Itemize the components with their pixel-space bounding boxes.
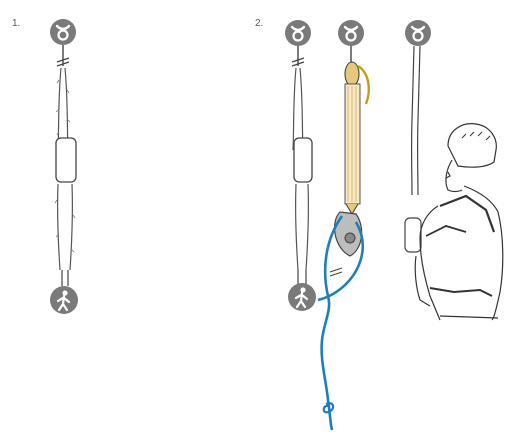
face-detail	[445, 171, 451, 179]
lanyard-end	[61, 270, 69, 286]
back	[463, 185, 504, 321]
harness-chest	[425, 225, 467, 237]
anchor-icon	[48, 17, 78, 47]
rope-cut-mark	[56, 57, 70, 67]
energy-absorber-2	[293, 137, 313, 183]
step-2-label: 2.	[255, 18, 264, 29]
rope-cut-mark-3	[329, 267, 343, 277]
lanyard-3	[410, 45, 415, 196]
energy-absorber-3	[404, 217, 422, 253]
energy-absorber	[55, 137, 77, 183]
anchor-icon-3	[403, 18, 433, 48]
victim-icon-2	[286, 281, 318, 313]
lanyard-fray	[55, 79, 71, 136]
lanyard-lower	[57, 183, 73, 271]
harness-waist	[429, 287, 493, 297]
lanyard-lower-fray	[54, 199, 76, 253]
rescue-device-cam	[344, 232, 356, 244]
lanyard-3b	[416, 45, 421, 196]
cord-accent	[357, 64, 370, 105]
anchor-icon-1	[283, 18, 313, 48]
victim-icon	[48, 284, 80, 316]
step-1-label: 1.	[12, 18, 21, 29]
rescue-rope	[320, 215, 344, 431]
rope-cut-mark-2	[291, 57, 305, 67]
anchor-icon-2	[336, 18, 366, 48]
panel-2	[283, 18, 504, 431]
face	[445, 159, 463, 193]
top-pulley	[344, 61, 360, 87]
rope-knot	[322, 402, 335, 414]
helmet	[447, 123, 497, 168]
arm	[414, 255, 431, 307]
front-torso	[419, 205, 441, 321]
panel-1	[48, 17, 80, 316]
lanyard-end-2	[297, 270, 307, 286]
lanyard-lower-2	[295, 183, 309, 271]
pulley-ropes	[347, 86, 357, 202]
helmet-vents	[461, 131, 491, 141]
harness-straps	[439, 194, 496, 233]
harness-belt	[439, 315, 499, 319]
person	[414, 123, 504, 321]
pulley-system	[344, 83, 361, 205]
rescue-rope-strand	[317, 221, 365, 302]
